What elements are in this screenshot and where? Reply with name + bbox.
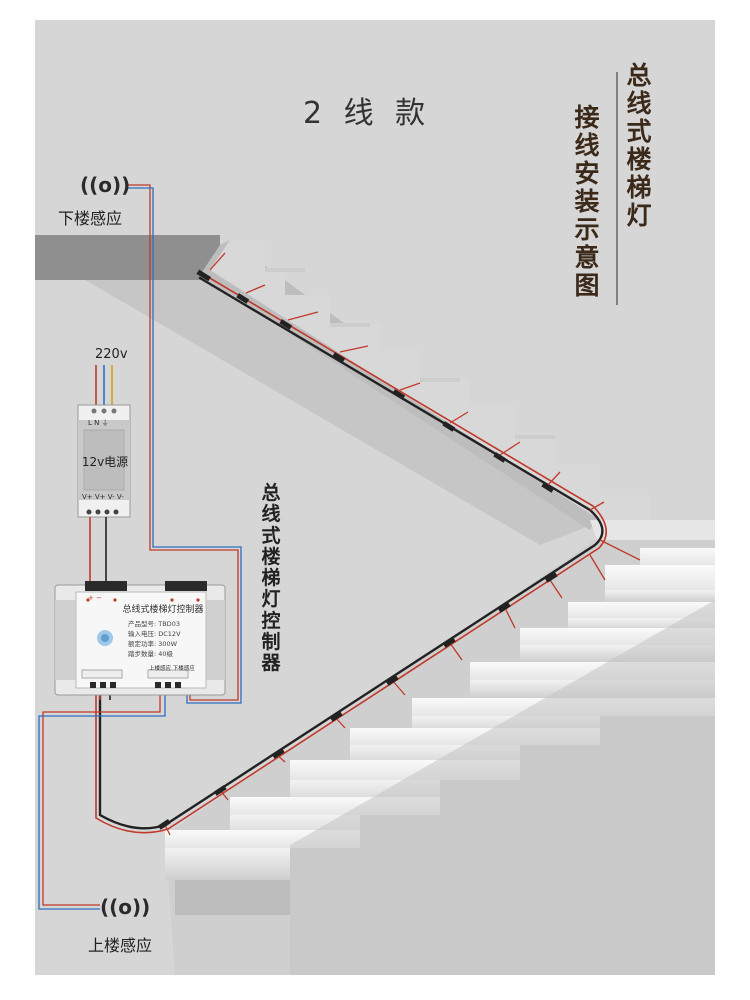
side-title-line2: 接线安装示意图 xyxy=(574,103,600,300)
controller-spec-voltage: 输入电压: DC12V xyxy=(128,630,181,638)
mains-voltage-label: 220v xyxy=(95,347,128,362)
diagram-title: 2 线 款 xyxy=(303,96,432,131)
psu-to-controller-wires xyxy=(89,517,107,588)
bottom-sensor-wire xyxy=(38,690,166,910)
controller-power-indicator: + − xyxy=(88,594,102,602)
bottom-sensor-label: 上楼感应 xyxy=(88,936,153,955)
mains-input-wires xyxy=(95,365,113,410)
controller-title: 总线式楼梯灯控制器 xyxy=(122,605,204,615)
side-title-line1: 总线式楼梯灯 xyxy=(626,61,652,230)
step-lamp-plugs-lower xyxy=(157,572,558,830)
controller-spec-model: 产品型号: TBD03 xyxy=(128,620,180,628)
top-sensor-wire xyxy=(128,184,242,704)
top-sensor-label: 下楼感应 xyxy=(58,209,123,228)
psu-top-terminals: L N ⏚ xyxy=(88,419,109,427)
top-sensor-icon: ((o)) xyxy=(80,173,131,197)
controller-spec-power: 额定功率: 300W xyxy=(128,640,178,648)
controller-vertical-label: 总线式楼梯灯控制器 xyxy=(261,482,281,675)
controller-sensor-ports: 上楼感应 下楼感应 xyxy=(149,666,195,672)
step-lamp-connectors-upper xyxy=(209,252,605,511)
step-lamp-plugs-upper xyxy=(196,269,555,493)
controller-spec-steps: 踏步数量: 40级 xyxy=(128,650,174,658)
controller-box xyxy=(54,581,226,696)
psu-label: 12v电源 xyxy=(81,455,129,469)
lower-stair-flight xyxy=(165,540,715,975)
bottom-sensor-icon: ((o)) xyxy=(100,895,151,919)
power-supply-unit xyxy=(77,404,131,518)
psu-bottom-terminals: V+ V+ V- V- xyxy=(82,493,124,501)
upper-floor-slab xyxy=(35,235,605,545)
